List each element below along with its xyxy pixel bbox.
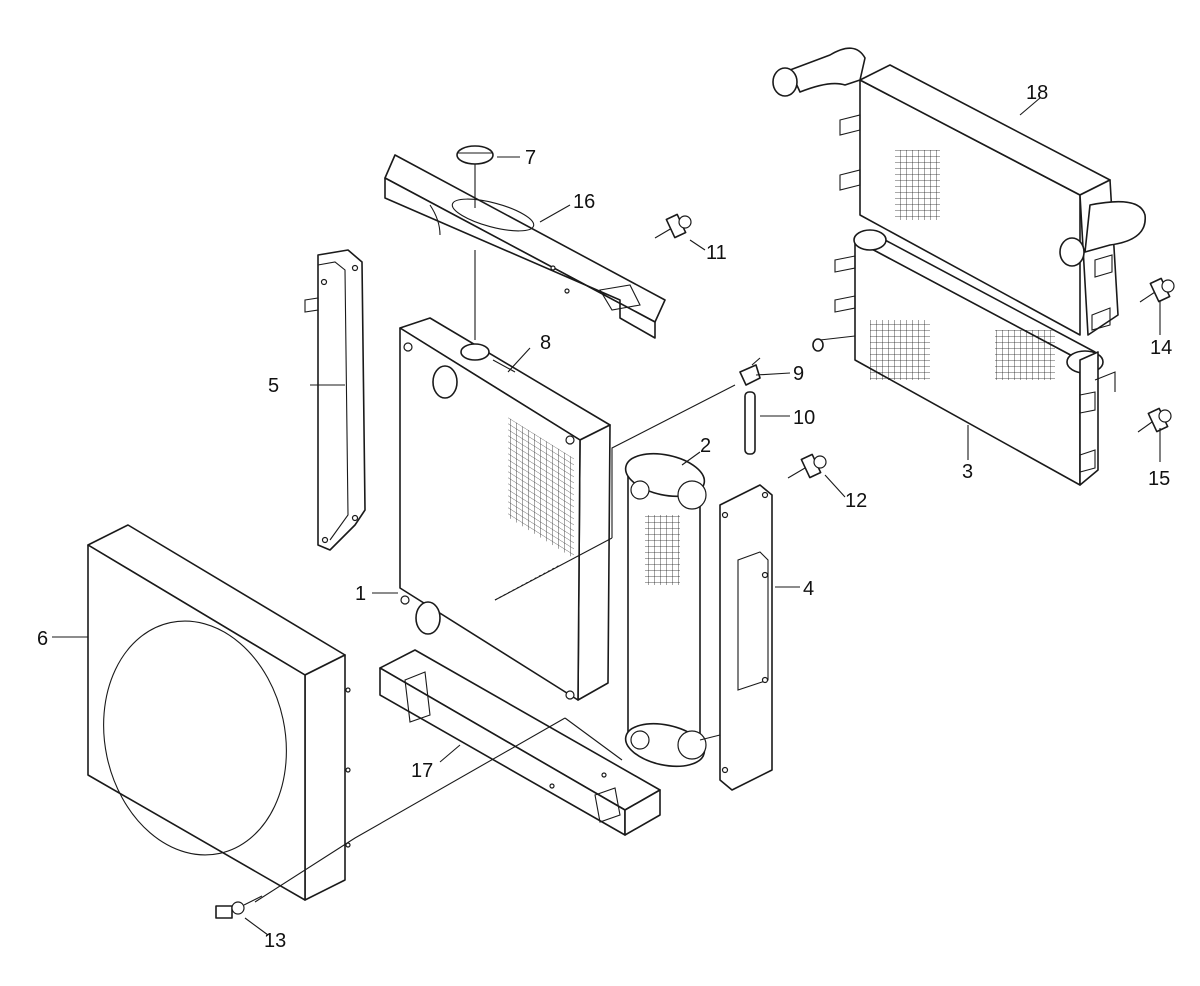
callout-4: 4	[803, 578, 814, 600]
radiator-core-part	[399, 250, 611, 701]
callout-13: 13	[264, 930, 286, 952]
drain-hose-10-part	[744, 391, 756, 455]
left-side-bracket-part	[304, 249, 366, 551]
callout-15: 15	[1148, 468, 1170, 490]
bolt-14-part	[1139, 277, 1175, 303]
callout-1: 1	[355, 583, 366, 605]
callout-12: 12	[845, 490, 867, 512]
callout-5: 5	[268, 375, 279, 397]
bolt-12-part	[787, 453, 827, 479]
callout-14: 14	[1150, 337, 1172, 359]
charge-air-cooler-part	[812, 229, 1116, 486]
callout-labels: 1 2 3 4 5 6 7 8 9 10 11 12 13 14 15 16 1…	[37, 82, 1172, 952]
callout-10: 10	[793, 407, 815, 429]
bolt-11-part	[654, 213, 692, 239]
oil-cooler-part	[624, 452, 707, 768]
bolt-15-part	[1137, 407, 1172, 433]
upper-cross-member-part	[384, 154, 666, 339]
callout-6: 6	[37, 628, 48, 650]
callout-17: 17	[411, 760, 433, 782]
radiator-cap-part	[456, 145, 494, 208]
fan-shroud-part	[87, 524, 351, 901]
leader-lines	[52, 97, 1161, 936]
callout-2: 2	[700, 435, 711, 457]
callout-7: 7	[525, 147, 536, 169]
intercooler-part	[772, 47, 1146, 336]
right-side-bracket-part	[719, 484, 773, 791]
lower-cross-member-part	[379, 649, 661, 836]
callout-9: 9	[793, 363, 804, 385]
bolt-13-part	[215, 895, 263, 919]
callout-8: 8	[540, 332, 551, 354]
callout-16: 16	[573, 191, 595, 213]
callout-3: 3	[962, 461, 973, 483]
drain-valve-9-part	[739, 357, 761, 386]
callout-11: 11	[706, 242, 727, 264]
callout-18: 18	[1026, 82, 1048, 104]
